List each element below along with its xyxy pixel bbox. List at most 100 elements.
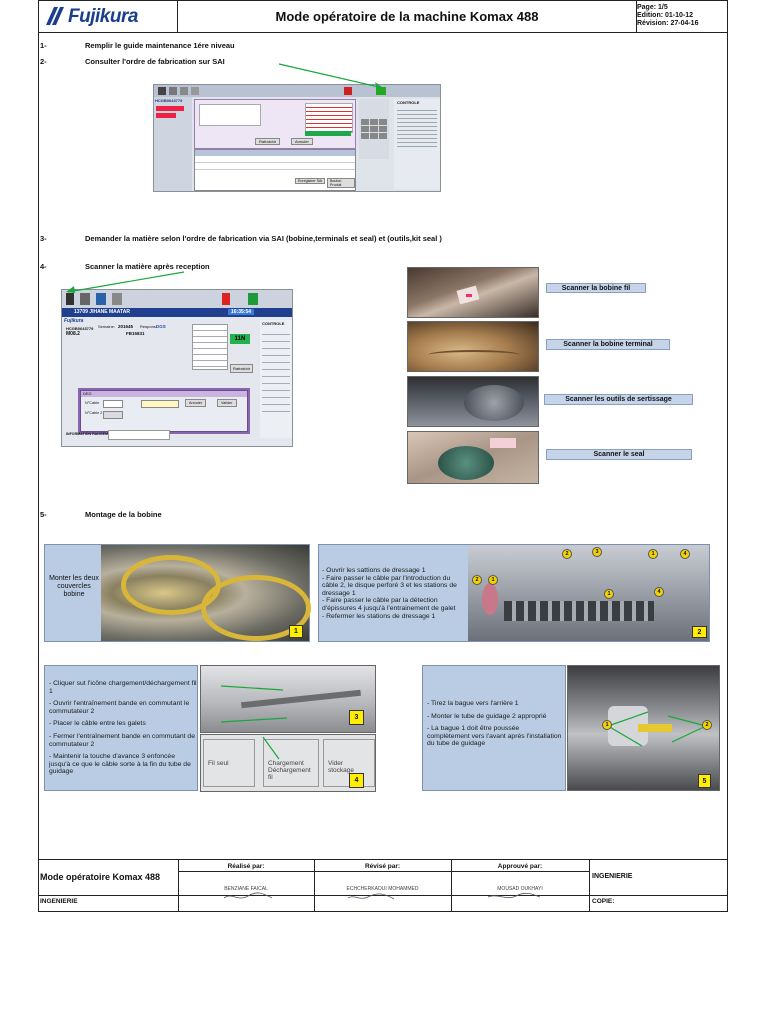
toolbar-icon[interactable] [80,293,90,305]
lieu-input[interactable] [141,400,179,408]
keypad-key[interactable] [370,126,378,132]
revise-signature [347,893,395,900]
revision-date: Révision: 27-04-16 [637,20,699,27]
dialog-field-label: N°Cable [85,401,100,405]
revise-name: ECHCHERKAOUI MOHAMMED [346,886,419,892]
bottom-field[interactable] [108,430,170,440]
sai-table-header [195,150,355,156]
panel-load-wire: - Cliquer sut l'icône chargement/décharg… [44,665,198,791]
panel-straightening: - Ouvrir les sattions de dressage 1 - Fa… [318,544,710,642]
footer-title: Mode opératoire Komax 488 [40,872,161,882]
toolbar-icon[interactable] [169,87,177,95]
panel4-badge: 5 [698,774,711,788]
footer-divider-v1 [178,859,179,912]
sai-order-list [192,324,228,370]
keypad-key[interactable] [379,119,387,125]
bottom-label: INFORMATION RANGEMENT [66,432,116,436]
panel3-text: - Cliquer sut l'icône chargement/décharg… [49,680,197,776]
dialog-cancel-button[interactable]: Annuler [185,399,207,407]
refresh-button[interactable]: Rafraichir [230,364,254,373]
panel2-badge: 2 [692,626,707,638]
footer-copie: COPIE: [592,898,615,905]
load-unload-button[interactable]: Chargement Déchargement fil [263,739,319,787]
photo-guide-tube: 1 2 5 [567,665,720,791]
sai-red-tag [156,113,176,118]
keypad-key[interactable] [361,133,369,139]
sai-id-code: HCGB0643779 [66,326,94,331]
toolbar-icon[interactable] [376,87,386,95]
pointer-arrow-step2 [278,63,384,89]
dialog-field-label: N°Cable 2 [85,411,103,415]
keypad-key[interactable] [361,119,369,125]
step-4-text: Scanner la matière après reception [85,262,210,271]
keypad-key[interactable] [379,126,387,132]
toolbar-icon[interactable] [222,293,230,305]
sai-brand: Fujikura [64,318,84,324]
panel3-badge-b: 4 [349,773,364,788]
photo-belt-drive: 3 [200,665,376,733]
toolbar-icon[interactable] [180,87,188,95]
toolbar-icon[interactable] [344,87,352,95]
toolbar-icon[interactable] [96,293,106,305]
operator-name: 13709 JIHANE MAATAR [74,309,130,315]
scan-label-seal: Scanner le seal [546,449,692,460]
panel3-line: - Ouvrir l'entraînement bande en commuta… [49,700,190,715]
page-number: Page: 1/5 [637,4,668,11]
photo-laser [466,294,472,297]
sai-toolbar [62,290,292,308]
photo-detail [482,583,498,615]
panel2-line: - Faire passer le câble par l'introducti… [322,574,457,597]
step-2-num: 2- [40,57,47,66]
footer-divider-v3 [451,859,452,912]
panel3-line: - Placer le câble entre les galets [49,720,146,728]
fil-seul-button[interactable]: Fil seul [203,739,255,787]
sai-list [305,103,353,133]
toolbar-icon[interactable] [191,87,199,95]
scan-label-terminal: Scanner la bobine terminal [546,339,670,350]
reg-label: Respons: [140,324,157,329]
photo-scan-seal [407,431,539,484]
keypad-key[interactable] [379,133,387,139]
panel2-text: - Ouvrir les sattions de dressage 1 - Fa… [322,567,464,620]
cable-input[interactable] [103,400,123,408]
control-items [397,107,437,147]
photo-detail [464,385,524,421]
toolbar-icon[interactable] [248,293,258,305]
toolbar-icon[interactable] [66,293,74,305]
toolbar-icon[interactable] [112,293,122,305]
table-row[interactable] [195,163,355,170]
panel1-text: Monter les deux couvercles bobine [49,575,99,598]
panel1-badge: 1 [289,625,303,638]
scan-dialog: DEG N°Cable N°Cable 2 Annuler Valider [80,390,248,432]
product-button[interactable]: Bouton Produit [327,178,355,188]
footer-dept-left: INGENIERIE [40,898,78,905]
marker-1: 1 [604,589,614,599]
marker-4: 4 [680,549,690,559]
keypad-key[interactable] [370,133,378,139]
keypad-key[interactable] [370,119,378,125]
control-header: CONTROLE [262,321,285,326]
sai-order-form: Rafraichir Annuler [194,99,356,149]
keypad-key[interactable] [361,126,369,132]
approuve-signature [487,892,541,899]
cancel-button[interactable]: Annuler [291,138,313,145]
panel3-line: - Cliquer sut l'icône chargement/décharg… [49,680,197,695]
header-divider-v2 [636,0,637,32]
page-title: Mode opératoire de la machine Komax 488 [275,8,539,24]
marker-1: 1 [488,575,498,585]
footer-divider-top [38,859,728,860]
photo-detail [201,575,311,641]
dialog-ok-button[interactable]: Valider [217,399,237,407]
pointer-arrow-step4 [66,271,185,293]
photo-scan-crimp-tools [407,376,539,427]
table-row[interactable] [195,156,355,163]
photo-straightening-stations: 2 3 1 4 2 1 1 4 [468,545,709,641]
save-sai-button[interactable]: Enregistrer SAI [295,178,326,184]
toolbar-icon[interactable] [158,87,166,95]
panel2-line: - Faire passer le câble par la détection… [322,597,456,612]
photo-detail [638,724,672,732]
cable-input-2[interactable] [103,411,123,419]
control-items [262,328,290,418]
refresh-button[interactable]: Rafraichir [255,138,281,145]
panel3-line: - Maintenir la touche d'avance 3 enfoncé… [49,753,191,776]
